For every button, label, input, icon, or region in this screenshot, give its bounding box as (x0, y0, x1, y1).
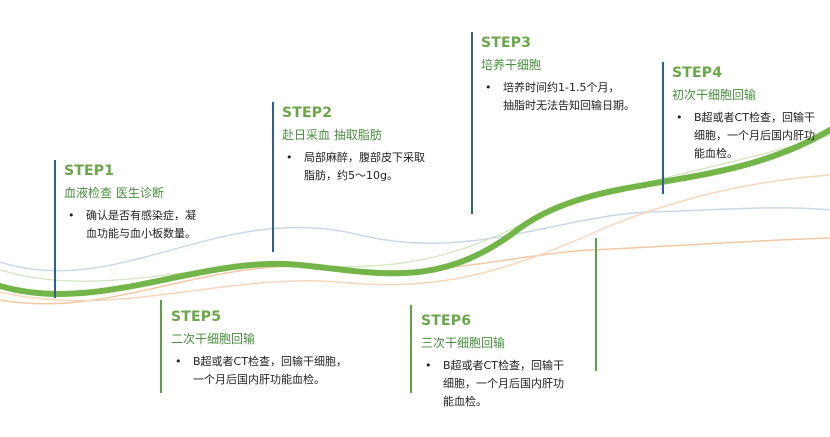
step5-subtitle: 二次干细胞回输 (171, 332, 256, 346)
step3-description: • 培养时间约1-1.5个月， 抽脂时无法告知回输日期。 (481, 79, 635, 115)
step1-card: STEP1 血液检查 医生诊断 • 确认是否有感染症，凝 血功能与血小板数量。 (64, 162, 196, 243)
step5-title: STEP5 (171, 309, 222, 325)
step2-card: STEP2 赴日采血 抽取脂肪 • 局部麻醉，腹部皮下采取 脂肪，约5～10g。 (282, 104, 425, 185)
step1-description: • 确认是否有感染症，凝 血功能与血小板数量。 (64, 207, 196, 243)
step4-subtitle: 初次干细胞回输 (672, 88, 757, 102)
step4-line-1: B超或者CT检查，回输干 (694, 111, 815, 124)
step2-subtitle: 赴日采血 抽取脂肪 (282, 128, 382, 142)
step2-description: • 局部麻醉，腹部皮下采取 脂肪，约5～10g。 (282, 149, 425, 185)
step1-connector-line (54, 160, 56, 298)
step6-description: • B超或者CT检查，回输干 细胞，一个月后国内肝功 能血检。 (421, 357, 564, 411)
step6-card: STEP6 三次干细胞回输 • B超或者CT检查，回输干 细胞，一个月后国内肝功… (421, 312, 564, 411)
step4-line-3: 能血检。 (694, 147, 738, 160)
step3-line-1: 培养时间约1-1.5个月， (503, 81, 620, 94)
step6-line-1: B超或者CT检查，回输干 (443, 359, 564, 372)
step3-card: STEP3 培养干细胞 • 培养时间约1-1.5个月， 抽脂时无法告知回输日期。 (481, 34, 635, 115)
bullet-icon: • (68, 209, 75, 222)
step2-connector-line (272, 102, 274, 252)
bullet-icon: • (175, 355, 182, 368)
bullet-icon: • (286, 151, 293, 164)
light-green-wave (0, 134, 830, 282)
blue-wave (0, 207, 830, 272)
step1-line-2: 血功能与血小板数量。 (86, 227, 196, 240)
step3-subtitle: 培养干细胞 (481, 58, 542, 72)
step2-line-1: 局部麻醉，腹部皮下采取 (304, 151, 425, 164)
main-green-wave (0, 127, 830, 297)
step4-description: • B超或者CT检查，回输干 细胞，一个月后国内肝功 能血检。 (672, 109, 815, 163)
step3-connector-line (471, 32, 473, 214)
step2-line-2: 脂肪，约5～10g。 (304, 169, 398, 182)
step5-card: STEP5 二次干细胞回输 • B超或者CT检查，回输干细胞， 一个月后国内肝功… (171, 308, 347, 389)
step1-line-1: 确认是否有感染症，凝 (86, 209, 196, 222)
step6-title: STEP6 (421, 313, 472, 329)
bullet-icon: • (485, 81, 492, 94)
orange-wave-lower (0, 174, 830, 302)
step3-line-2: 抽脂时无法告知回输日期。 (503, 99, 635, 112)
step5-line-2: 一个月后国内肝功能血检。 (193, 373, 325, 386)
step4-title: STEP4 (672, 65, 723, 81)
step5-line-1: B超或者CT检查，回输干细胞， (193, 355, 347, 368)
step1-subtitle: 血液检查 医生诊断 (64, 186, 164, 200)
step6-line-2: 细胞，一个月后国内肝功 (443, 377, 564, 390)
bullet-icon: • (676, 111, 683, 124)
step6-subtitle: 三次干细胞回输 (421, 336, 506, 350)
step5-description: • B超或者CT检查，回输干细胞， 一个月后国内肝功能血检。 (171, 353, 347, 389)
step5-connector-line (160, 300, 162, 393)
bullet-icon: • (425, 359, 432, 372)
green-accent-line (595, 238, 597, 371)
step6-line-3: 能血检。 (443, 395, 487, 408)
step4-card: STEP4 初次干细胞回输 • B超或者CT检查，回输干 细胞，一个月后国内肝功… (672, 64, 815, 163)
step4-connector-line (662, 62, 664, 194)
step6-connector-line (410, 305, 412, 393)
step4-line-2: 细胞，一个月后国内肝功 (694, 129, 815, 142)
step3-title: STEP3 (481, 35, 532, 51)
step2-title: STEP2 (282, 105, 333, 121)
step1-title: STEP1 (64, 163, 115, 179)
